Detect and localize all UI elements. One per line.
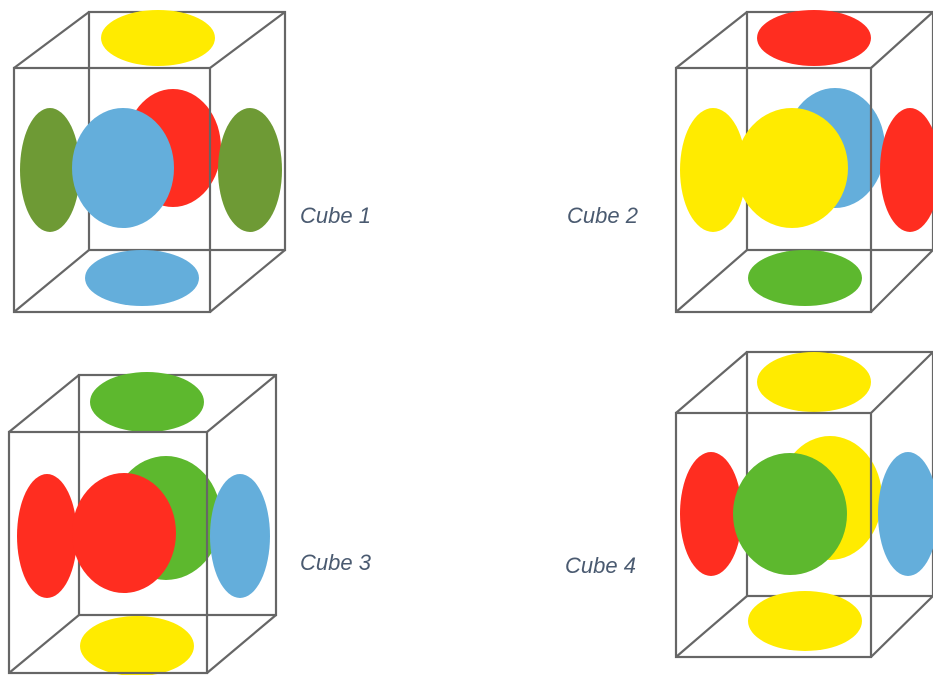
cube-3-edge-br (206, 614, 277, 674)
cube-3-front-dot (72, 473, 176, 593)
cube-4-front-dot (733, 453, 847, 575)
cube-1-bottom-dot (85, 250, 199, 306)
cube-1-front-edges (12, 66, 212, 314)
cube-2-edge-tr (870, 11, 933, 69)
cube-4-edge-bl (675, 595, 748, 658)
cube-1 (0, 0, 320, 330)
cube-2-left-dot (680, 108, 746, 232)
cube-4-front-edges (674, 411, 873, 659)
cube-2-label: Cube 2 (567, 203, 638, 228)
cube-4-drawing (674, 350, 933, 659)
cube-3-back-edges (77, 373, 278, 617)
cube-2-bottom-dot (748, 250, 862, 306)
cube-4-label: Cube 4 (565, 553, 636, 578)
cube-4-left-dot (680, 452, 742, 576)
cube-4 (560, 340, 933, 675)
cube-2-edge-tl (675, 11, 748, 69)
cube-1-edge-tr (209, 11, 286, 69)
cube-1-label: Cube 1 (300, 203, 371, 228)
cube-1-drawing (12, 10, 287, 314)
cube-3-left-dot (17, 474, 77, 598)
cube-2-edge-br (870, 249, 933, 313)
cube-1-edge-bl (13, 249, 90, 313)
cube-2-front-dot (736, 108, 848, 228)
cube-3-edge-bl (8, 614, 80, 674)
cube-3-edge-tl (8, 374, 80, 433)
cube-1-left-dot (20, 108, 80, 232)
cube-1-right-dot (218, 108, 282, 232)
cube-2-top-dot (757, 10, 871, 66)
cube-3-right-dot (210, 474, 270, 598)
cube-2-front-edges (674, 66, 873, 314)
cube-1-top-dot (101, 10, 215, 66)
cube-2-edge-bl (675, 249, 748, 313)
cube-3-bottom-dot (80, 616, 194, 675)
cube-2-back-edges (745, 10, 933, 252)
cube-3-front-edges (7, 430, 209, 675)
cube-4-edge-tl (675, 351, 748, 414)
cube-2 (560, 0, 933, 330)
cube-1-front-dot (72, 108, 174, 228)
cube-4-right-dot (878, 452, 933, 576)
cube-4-bottom-dot (748, 591, 862, 651)
cube-1-edge-br (209, 249, 286, 313)
cube-3-label: Cube 3 (300, 550, 371, 575)
cube-3-edge-tr (206, 374, 277, 433)
cube-3-drawing (7, 372, 278, 675)
cube-4-top-dot (757, 352, 871, 412)
cube-3 (0, 355, 320, 675)
cube-2-right-dot (880, 108, 933, 232)
cube-3-top-dot (90, 372, 204, 432)
cube-1-edge-tl (13, 11, 90, 69)
cube-4-edge-tr (870, 351, 933, 414)
cube-2-drawing (674, 10, 933, 314)
cube-4-edge-br (870, 595, 933, 658)
